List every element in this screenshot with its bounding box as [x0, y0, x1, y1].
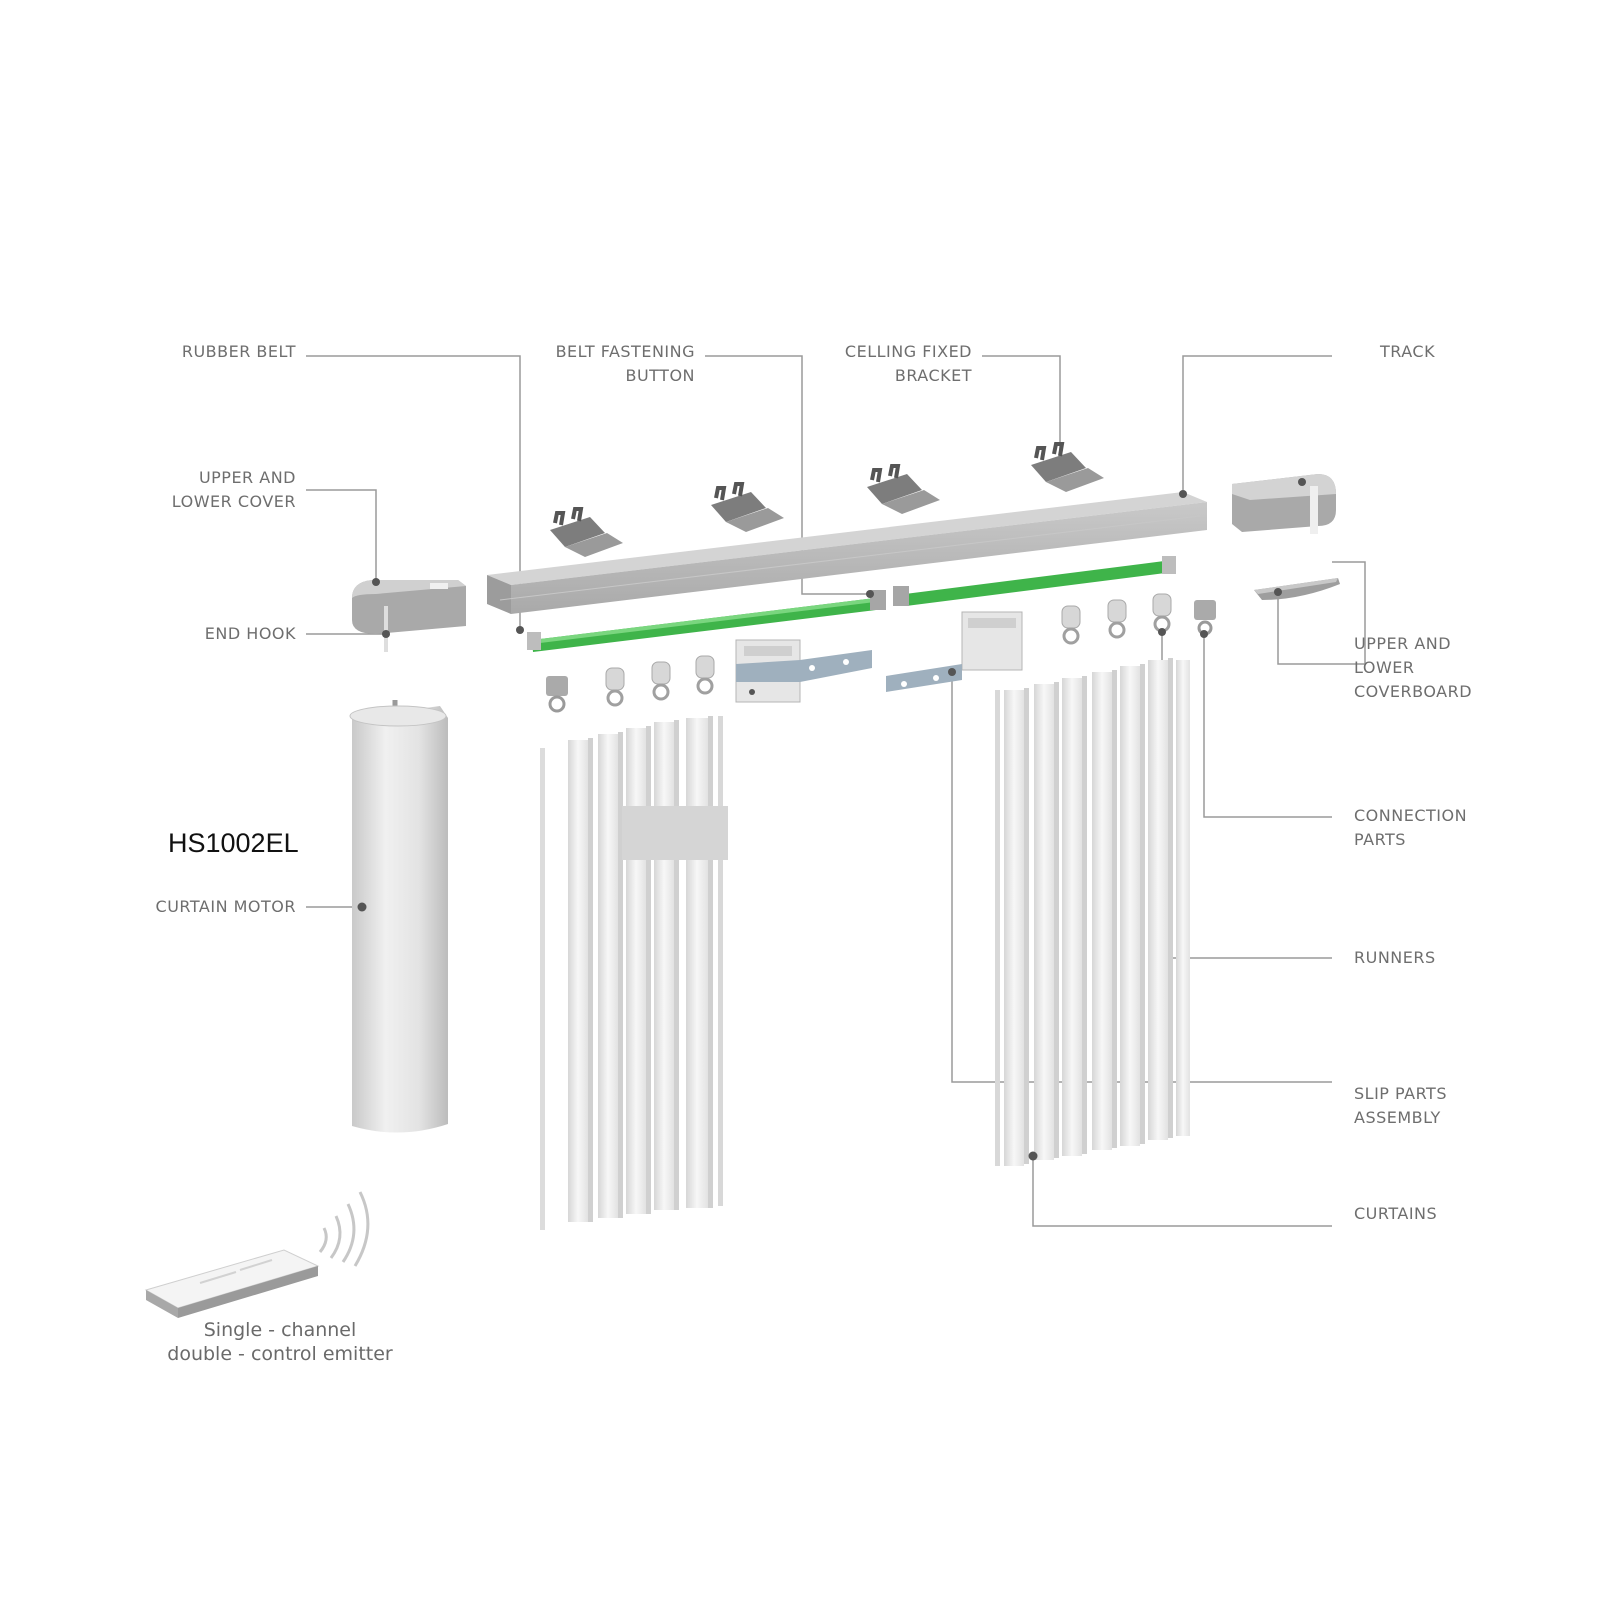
- emitter-caption-line: double - control emitter: [167, 1343, 393, 1365]
- slip-part-right: [886, 611, 1023, 692]
- slip-part-left: [735, 639, 872, 703]
- remote-emitter: [144, 1249, 320, 1318]
- leader-belt-fastening-button: [705, 355, 870, 595]
- ceiling-bracket: [1031, 442, 1104, 492]
- label-line: SLIP PARTS: [1354, 1084, 1447, 1103]
- emitter-caption-line: Single - channel: [203, 1319, 357, 1341]
- runner: [1152, 593, 1172, 636]
- label-line: CONNECTION: [1354, 806, 1468, 825]
- label-ceiling-fixed-bracket: CELLING FIXED BRACKET: [800, 340, 972, 388]
- redaction-block: [622, 806, 728, 860]
- signal-waves-icon: [318, 1191, 370, 1267]
- left-end-cover: [352, 578, 466, 652]
- label-line: UPPER AND: [198, 468, 296, 487]
- label-upper-lower-coverboard: UPPER AND LOWER COVERBOARD: [1354, 632, 1472, 704]
- ceiling-bracket: [550, 507, 623, 557]
- label-line: UPPER AND: [1354, 634, 1452, 653]
- label-line: BRACKET: [894, 366, 972, 385]
- ceiling-bracket: [711, 482, 784, 532]
- label-line: LOWER: [1354, 658, 1415, 677]
- label-runners: RUNNERS: [1354, 948, 1436, 967]
- label-line: BUTTON: [625, 366, 695, 385]
- belt-fastening-button: [866, 586, 909, 610]
- leader-coverboard: [1277, 561, 1366, 665]
- label-line: LOWER COVER: [171, 492, 296, 511]
- curtain-right: [995, 658, 1190, 1166]
- label-curtain-motor: CURTAIN MOTOR: [155, 897, 296, 916]
- label-connection-parts: CONNECTION PARTS: [1354, 804, 1467, 852]
- runner: [605, 667, 625, 707]
- leader-rubber-belt: [306, 355, 521, 628]
- label-slip-parts-assembly: SLIP PARTS ASSEMBLY: [1354, 1082, 1447, 1130]
- curtain-left: [540, 716, 728, 1230]
- runner: [1061, 605, 1081, 645]
- runner: [1194, 600, 1216, 638]
- leader-connection-parts: [1203, 634, 1332, 818]
- leader-lines: [306, 355, 1366, 1227]
- leader-curtains: [1032, 1156, 1332, 1227]
- label-curtains: CURTAINS: [1354, 1204, 1438, 1223]
- runner: [546, 676, 568, 713]
- label-rubber-belt: RUBBER BELT: [181, 342, 296, 361]
- right-end-cover: [1232, 474, 1336, 534]
- runner: [695, 655, 715, 695]
- label-line: COVERBOARD: [1354, 682, 1473, 701]
- track: [487, 490, 1207, 614]
- label-line: ASSEMBLY: [1354, 1108, 1441, 1127]
- leader-upper-lower-cover: [306, 489, 377, 582]
- leader-ceiling-bracket: [982, 355, 1061, 465]
- label-line: PARTS: [1354, 830, 1406, 849]
- runner: [651, 661, 671, 701]
- label-line: BELT FASTENING: [555, 342, 695, 361]
- rubber-belt: [516, 556, 1176, 652]
- label-upper-lower-cover: UPPER AND LOWER COVER: [150, 466, 296, 514]
- model-number: HS1002EL: [168, 828, 299, 858]
- label-end-hook: END HOOK: [204, 624, 296, 643]
- curtain-motor: [349, 700, 448, 1133]
- leader-track: [1182, 355, 1332, 490]
- label-track: TRACK: [1380, 342, 1436, 361]
- label-line: CELLING FIXED: [844, 342, 972, 361]
- label-belt-fastening-button: BELT FASTENING BUTTON: [520, 340, 695, 388]
- emitter-caption: Single - channel double - control emitte…: [150, 1318, 410, 1366]
- runner: [1107, 599, 1127, 639]
- leader-slip-parts: [951, 670, 1332, 1083]
- coverboard: [1254, 578, 1340, 600]
- ceiling-bracket: [867, 464, 940, 514]
